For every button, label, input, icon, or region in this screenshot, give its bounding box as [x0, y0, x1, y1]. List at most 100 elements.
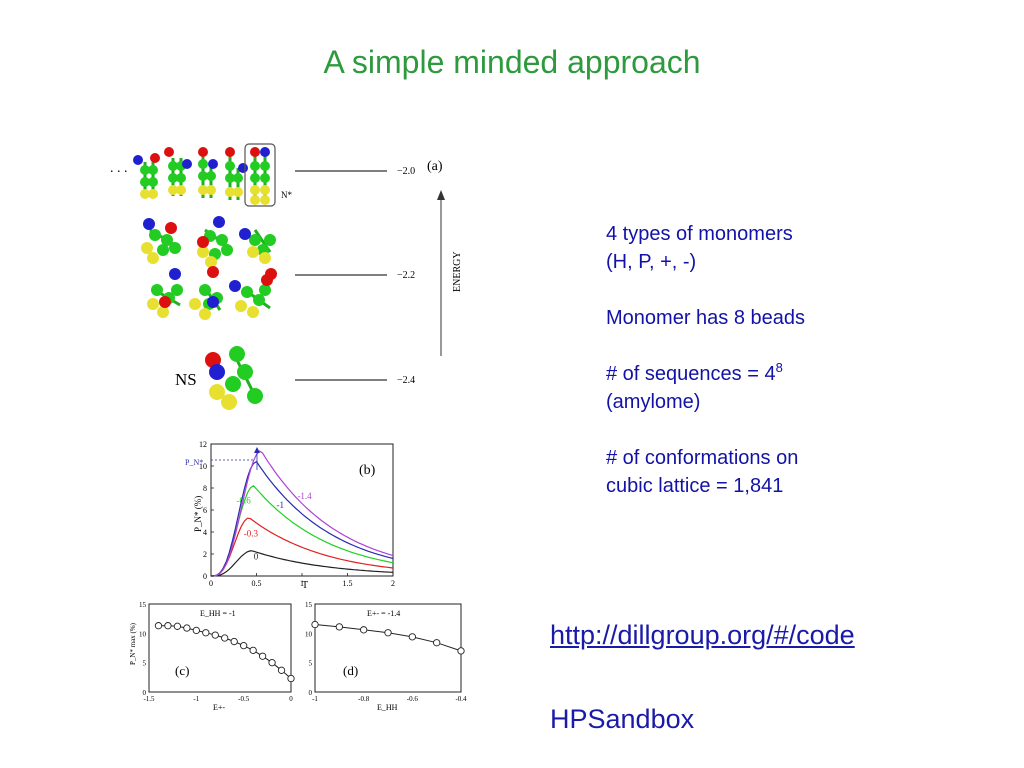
y-tick-label: 4: [203, 528, 207, 537]
data-point: [287, 674, 295, 683]
bullet-monomer-list: (H, P, +, -): [606, 251, 697, 273]
bullet-lattice-count: cubic lattice = 1,841: [606, 475, 784, 497]
series-label-1: -0.3: [244, 528, 259, 538]
y-tick-label: 10: [199, 462, 207, 471]
data-point: [258, 652, 267, 660]
nstar-box: [244, 143, 276, 207]
data-point: [384, 629, 392, 637]
data-point: [268, 659, 276, 667]
x-tick-label: -0.6: [407, 695, 419, 703]
panel-d-label: (d): [343, 663, 358, 678]
panel-d-plot: -1 -0.8 -0.6 -0.4 0 5 10 15: [305, 601, 467, 703]
data-point: [311, 620, 319, 629]
data-point: [240, 642, 248, 650]
panel-b-label: (b): [359, 463, 376, 478]
x-tick-label: -1: [312, 695, 318, 703]
data-point: [221, 634, 229, 642]
data-point: [360, 626, 368, 634]
x-tick-label: 0: [209, 579, 213, 588]
y-tick-label: 0: [203, 572, 207, 581]
data-point: [192, 626, 200, 635]
x-tick-label: 1: [300, 579, 304, 588]
x-tick-label: 0.5: [252, 579, 262, 588]
x-tick-label: -1: [193, 695, 199, 703]
panel-c-label: (c): [175, 663, 189, 678]
y-tick-label: 0: [309, 689, 313, 697]
panel-b-curves: 0 -0.3 -0.6 -1 -1.4: [210, 450, 394, 577]
y-tick-label: 6: [203, 506, 207, 515]
panel-a: . . .: [110, 143, 463, 410]
figure-panels: . . .: [105, 140, 485, 712]
data-point: [230, 637, 238, 646]
y-tick-label: 0: [143, 689, 147, 697]
data-point: [249, 646, 257, 654]
energy-level-mid: −2.2: [397, 270, 415, 281]
series-label-3: -1: [277, 500, 285, 510]
panel-b-ticks: 0 0.5 1 1.5 2 0 2 4 6 8 10 12: [199, 440, 395, 588]
software-name: HPSandbox: [550, 704, 695, 734]
energy-level-bottom: −2.4: [397, 375, 415, 386]
y-tick-label: 5: [309, 660, 313, 668]
x-tick-label: 1.5: [343, 579, 353, 588]
x-tick-label: 0: [289, 695, 293, 703]
energy-level-top: −2.0: [397, 166, 415, 177]
energy-axis-label: ENERGY: [452, 251, 463, 292]
data-point: [183, 624, 191, 632]
series-curve-1: [210, 517, 394, 577]
y-tick-label: 12: [199, 440, 207, 449]
data-point: [173, 622, 182, 630]
y-tick-label: 5: [143, 660, 147, 668]
panel-b-annotation: P_N*: [185, 458, 203, 467]
panel-d: -1 -0.8 -0.6 -0.4 0 5 10 15 E+- = -1.4 (d) E_HH: [305, 601, 467, 712]
panel-b-ylabel: P_N* (%): [193, 496, 203, 532]
panel-d-title: E+- = -1.4: [367, 609, 400, 618]
panel-b: 0 -0.3 -0.6 -1 -1.4 0 0.5 1 1.5 2 0 2 4 6 8 10 12 (b) T…: [185, 440, 395, 591]
figure-svg: . . .: [110, 143, 467, 712]
bullet-sequences-exponent: 8: [775, 360, 783, 375]
bullet-amylome: (amylome): [606, 391, 701, 413]
data-point: [457, 647, 465, 655]
panel-c-title: E_HH = -1: [200, 609, 236, 618]
data-point: [164, 622, 172, 630]
dillgroup-link[interactable]: http://dillgroup.org/#/code: [550, 620, 855, 650]
data-point: [335, 623, 343, 631]
nstar-label: N*: [281, 190, 292, 200]
bullet-sequences: # of sequences = 4: [606, 363, 776, 385]
y-tick-label: 2: [203, 550, 207, 559]
data-point: [154, 622, 163, 630]
bullet-conformations: # of conformations on: [606, 447, 799, 469]
panel-b-xlabel: T: [302, 580, 308, 591]
y-tick-label: 15: [139, 601, 147, 609]
x-tick-label: -1.5: [143, 695, 155, 703]
chain-group-top: N*: [133, 143, 292, 207]
bullet-monomer-types: 4 types of monomers: [606, 223, 793, 245]
y-tick-label: 10: [139, 630, 147, 638]
data-point: [277, 666, 286, 674]
panel-c-xlabel: E+-: [213, 703, 225, 712]
slide-title: A simple minded approach: [323, 44, 701, 80]
x-tick-label: -0.8: [358, 695, 370, 703]
x-tick-label: -0.5: [238, 695, 250, 703]
x-tick-label: -0.4: [455, 695, 467, 703]
chain-group-middle: [141, 216, 277, 320]
series-label-4: -1.4: [297, 491, 312, 501]
data-point: [202, 629, 210, 637]
ns-label: NS: [175, 370, 197, 389]
data-point: [408, 633, 416, 641]
ellipsis-text: . . .: [110, 161, 128, 176]
y-tick-label: 10: [305, 630, 313, 638]
data-point: [433, 639, 441, 647]
series-curve-3: [210, 460, 394, 577]
series-label-2: -0.6: [236, 495, 251, 505]
panel-a-label: (a): [427, 159, 443, 174]
bullet-text-block: 4 types of monomers (H, P, +, -) Monomer…: [606, 220, 906, 528]
x-tick-label: 2: [391, 579, 395, 588]
series-label-0: 0: [254, 552, 259, 562]
y-tick-label: 15: [305, 601, 313, 609]
data-point: [211, 631, 219, 639]
bullet-beads: Monomer has 8 beads: [606, 307, 806, 329]
series-curve-0: [211, 550, 394, 577]
y-tick-label: 8: [203, 484, 207, 493]
panel-d-xlabel: E_HH: [377, 703, 398, 712]
